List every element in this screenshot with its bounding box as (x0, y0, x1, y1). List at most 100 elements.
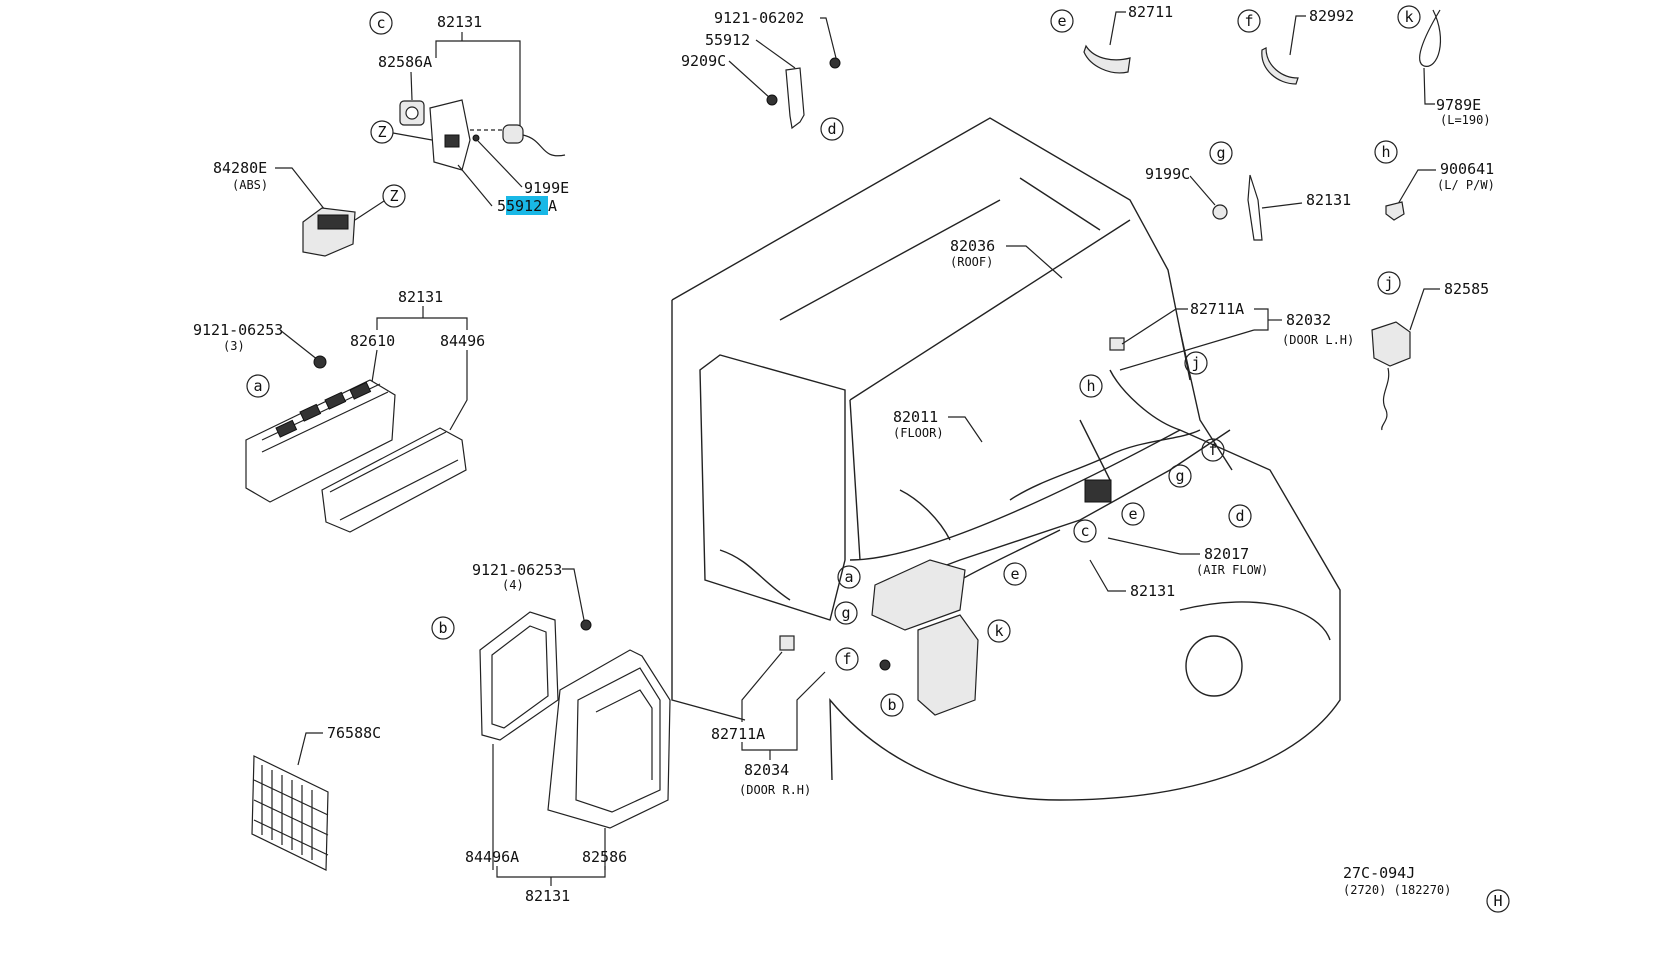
label-84280E-sub: (ABS) (232, 178, 268, 192)
label-82610: 82610 (350, 332, 395, 350)
side-window (699, 354, 846, 621)
callout-k: k (1404, 8, 1413, 26)
clip-82711 (1083, 44, 1131, 74)
group-j: j 82585 (1371, 271, 1489, 431)
box-installed (917, 614, 979, 716)
label-82017-sub: (AIR FLOW) (1196, 563, 1268, 577)
label-82034-sub: (DOOR R.H) (739, 783, 811, 797)
label-82585: 82585 (1444, 280, 1489, 298)
callout-circle (369, 11, 393, 35)
label-9199C: 9199C (1145, 165, 1190, 183)
label-82032: 82032 (1286, 311, 1331, 329)
clip-900641 (1385, 201, 1405, 221)
label-9121-06253-b-sub: (4) (502, 578, 524, 592)
group-c: c 82131 82586A Z 9199E 5 5912 A 84280E (… (213, 11, 569, 257)
callout-z: Z (377, 123, 386, 141)
label-55912A-highlight: 5912 (506, 197, 542, 215)
label-76588C: 76588C (327, 724, 381, 742)
label-9121-06253-b: 9121-06253 (472, 561, 562, 579)
group-e-f-k: e 82711 f 82992 k 9789E (L=190) (1050, 3, 1491, 127)
callout-d: d (827, 120, 836, 138)
label-82711A-bot: 82711A (711, 725, 765, 743)
callout-h-cab: h (1086, 377, 1095, 395)
callout-H: H (1493, 892, 1502, 910)
label-82017: 82017 (1204, 545, 1249, 563)
sensor-part (502, 124, 524, 144)
label-9199E: 9199E (524, 179, 569, 197)
group-a: 82131 9121-06253 (3) 82610 84496 a (193, 288, 485, 533)
label-9121-06253-a: 9121-06253 (193, 321, 283, 339)
bracket-55912 (785, 67, 805, 130)
callout-a: a (253, 377, 262, 395)
label-9121-06202: 9121-06202 (714, 9, 804, 27)
callout-c-cab: c (1080, 522, 1089, 540)
label-82131-b: 82131 (525, 887, 570, 905)
switch-82585 (1371, 321, 1411, 367)
callout-e: e (1057, 12, 1066, 30)
label-82011: 82011 (893, 408, 938, 426)
fuse-box-installed (871, 559, 966, 631)
callout-c: c (376, 14, 385, 32)
label-55912: 55912 (705, 31, 750, 49)
label-sheet-76588C (251, 755, 329, 871)
label-900641: 900641 (1440, 160, 1494, 178)
group-label-sheet: 76588C (251, 724, 381, 871)
headlamp (1185, 635, 1243, 697)
callout-g-cab: g (1175, 467, 1184, 485)
label-82032-sub: (DOOR L.H) (1282, 333, 1354, 347)
label-82711: 82711 (1128, 3, 1173, 21)
label-82011-sub: (FLOOR) (893, 426, 944, 440)
label-82586A: 82586A (378, 53, 432, 71)
callout-f-cab: f (1208, 441, 1217, 459)
strap-82131 (1247, 174, 1263, 241)
group-b: b 9121-06253 (4) 84496A 82586 82131 (431, 561, 671, 905)
leader (435, 40, 521, 132)
ref-code: 27C-094J (1343, 864, 1415, 882)
group-g: g 9199C 82131 (1145, 141, 1351, 241)
group-h: h 900641 (L/ P/W) (1374, 140, 1495, 221)
label-9789E-sub: (L=190) (1440, 113, 1491, 127)
callout-z-2: Z (389, 187, 398, 205)
gasket-84496A (479, 611, 559, 741)
label-82131-a: 82131 (398, 288, 443, 306)
clip-82992 (1261, 47, 1299, 85)
callout-g-cab-2: g (841, 604, 850, 622)
label-82131-c: 82131 (437, 13, 482, 31)
label-82131-main: 82131 (1130, 582, 1175, 600)
highlight-box (506, 196, 548, 215)
ref-sub: (2720) (182270) (1343, 883, 1451, 897)
callout-e-cab: e (1128, 505, 1137, 523)
callout-d-cab: d (1235, 507, 1244, 525)
label-84496: 84496 (440, 332, 485, 350)
callout-b-cab: b (887, 696, 896, 714)
callout-f: f (1244, 12, 1253, 30)
label-9209C: 9209C (681, 52, 726, 70)
label-82036-sub: (ROOF) (950, 255, 993, 269)
label-82992: 82992 (1309, 7, 1354, 25)
label-55912A-post: A (548, 197, 557, 215)
callout-h: h (1381, 143, 1390, 161)
callout-e-cab-2: e (1010, 565, 1019, 583)
label-82711A-top: 82711A (1190, 300, 1244, 318)
label-84280E: 84280E (213, 159, 267, 177)
callout-k-cab: k (994, 622, 1003, 640)
reference-block: 27C-094J (2720) (182270) H (1343, 864, 1510, 913)
label-84496A: 84496A (465, 848, 519, 866)
label-9121-06253-a-sub: (3) (223, 339, 245, 353)
callout-g: g (1216, 144, 1225, 162)
label-9789E: 9789E (1436, 96, 1481, 114)
cab-labels: 82036 (ROOF) 82711A 82032 (DOOR L.H) j h… (711, 237, 1354, 797)
group-d: 9121-06202 55912 9209C d (681, 9, 844, 141)
leader (410, 71, 413, 101)
label-82586: 82586 (582, 848, 627, 866)
cover-84496 (321, 427, 467, 533)
tie-9789E (1419, 9, 1442, 67)
label-82131-g: 82131 (1306, 191, 1351, 209)
label-82034: 82034 (744, 761, 789, 779)
callout-b: b (438, 619, 447, 637)
fuse-box-82610 (245, 379, 396, 503)
label-55912A-pre: 5 (497, 197, 506, 215)
callout-j-cab: j (1191, 354, 1200, 372)
cab-drawing (671, 117, 1341, 801)
